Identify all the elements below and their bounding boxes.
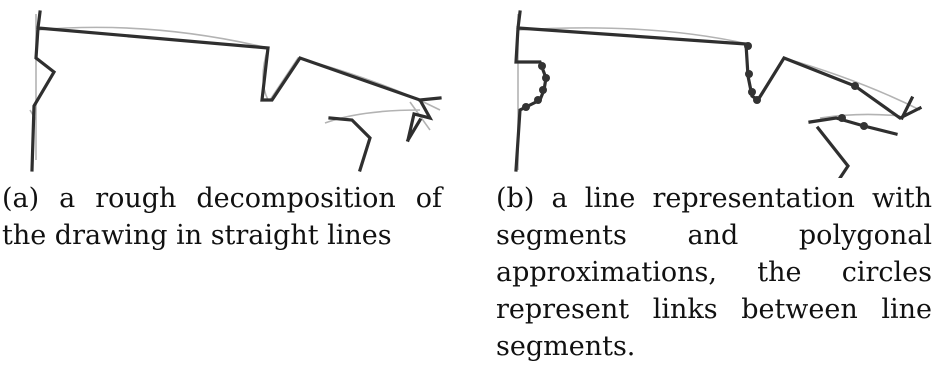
caption-a: (a) a rough decomposition of the drawing… xyxy=(2,183,442,251)
panel-b-drawing xyxy=(514,10,923,178)
figure-drawing xyxy=(29,10,923,178)
panel-a-drawing xyxy=(29,10,442,173)
caption-b: (b) a line representation with segments … xyxy=(496,183,932,362)
link-circles xyxy=(522,42,868,130)
